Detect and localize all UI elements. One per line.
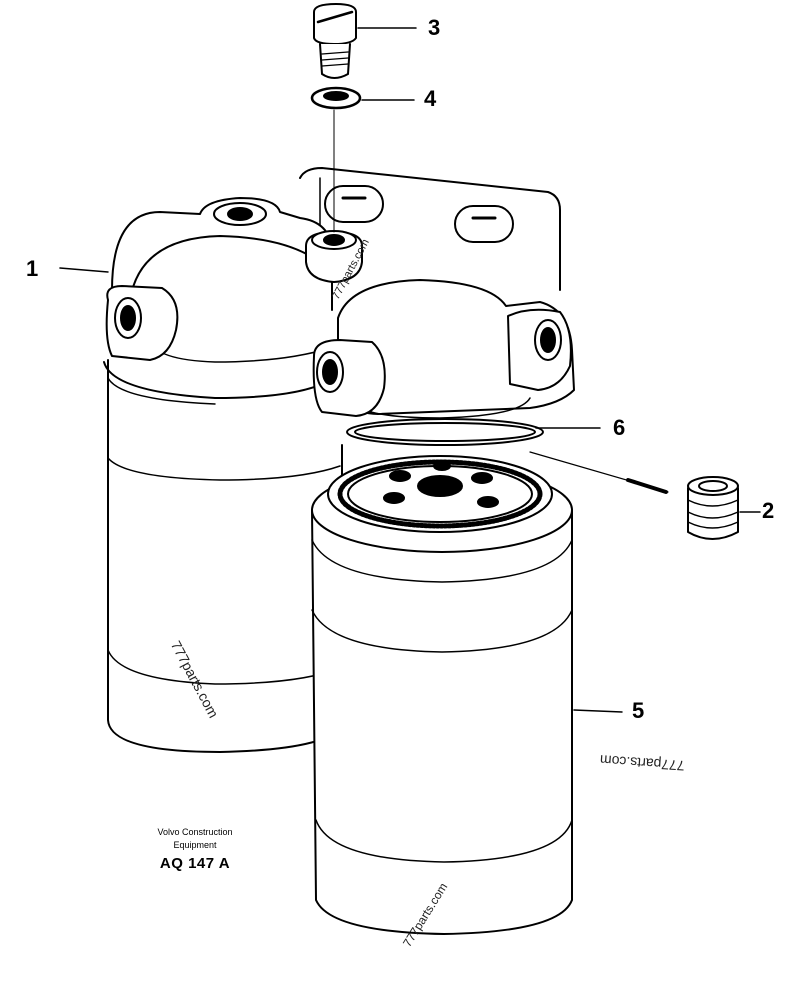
nipple-arrow — [626, 478, 668, 494]
bleed-plug — [313, 3, 357, 79]
rear-filter-canister — [103, 359, 343, 753]
leader-1 — [59, 267, 109, 273]
bracket-slot-right — [454, 205, 514, 243]
leader-5 — [573, 709, 623, 713]
callout-4: 4 — [424, 86, 437, 111]
threaded-nipple — [687, 476, 739, 540]
caption-manufacturer-line2: Equipment — [173, 840, 217, 850]
front-filter-canister — [311, 455, 573, 935]
caption-drawing-code: AQ 147 A — [159, 855, 231, 872]
sealing-washer — [310, 86, 362, 110]
callout-5: 5 — [632, 698, 645, 723]
callout-1: 1 — [26, 256, 39, 281]
bracket-slot-left — [324, 185, 384, 223]
center-bore — [417, 475, 463, 497]
callout-6: 6 — [613, 415, 626, 440]
leader-lines — [59, 27, 761, 713]
callout-3: 3 — [428, 15, 441, 40]
filter-head-bracket — [105, 167, 575, 419]
callout-2: 2 — [762, 498, 775, 523]
caption-manufacturer: Volvo Construction — [157, 827, 233, 837]
seal-ring — [346, 418, 544, 446]
